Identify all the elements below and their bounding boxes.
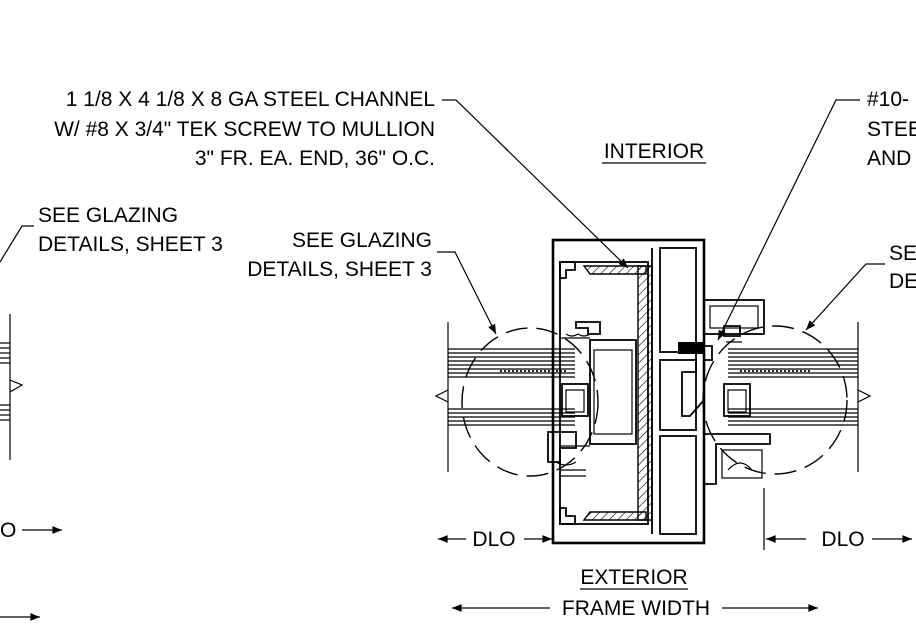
see-right-callout: SE DE (805, 242, 916, 331)
see-glazing-left-line2: DETAILS, SHEET 3 (38, 233, 223, 256)
screw-callout: #10- STEE AND (717, 88, 916, 341)
dlo-left-partial-label: O (0, 519, 16, 542)
dlo-right-dimension: DLO (763, 488, 913, 551)
channel-leader-line (442, 99, 629, 269)
screw-leader-line (717, 99, 860, 341)
channel-callout-line3: 3" FR. EA. END, 36" O.C. (195, 147, 435, 170)
right-glass-unit (723, 322, 872, 472)
interior-label: INTERIOR (604, 140, 704, 163)
left-detail-circle (461, 327, 599, 477)
steel-channel (582, 265, 653, 521)
tek-screw (678, 342, 704, 354)
see-glazing-left-callout: SEE GLAZING DETAILS, SHEET 3 (0, 204, 223, 263)
see-glazing-mid-line2: DETAILS, SHEET 3 (247, 258, 432, 281)
see-glazing-left-line1: SEE GLAZING (38, 204, 178, 227)
see-right-line1: SE (889, 242, 916, 265)
dlo-mid-dimension: DLO (438, 528, 553, 551)
frame-width-dimension: FRAME WIDTH (452, 597, 819, 620)
channel-callout-line2: W/ #8 X 3/4" TEK SCREW TO MULLION (54, 118, 435, 141)
screw-callout-line3: AND (867, 147, 911, 170)
frame-width-label: FRAME WIDTH (562, 597, 710, 620)
channel-callout: 1 1/8 X 4 1/8 X 8 GA STEEL CHANNEL W/ #8… (54, 88, 629, 269)
see-right-line2: DE (889, 270, 916, 293)
dlo-mid-label: DLO (472, 528, 515, 551)
see-glazing-mid-leader (437, 251, 497, 335)
left-glass-unit (434, 322, 589, 472)
glazing-pocket (547, 261, 637, 525)
channel-callout-line1: 1 1/8 X 4 1/8 X 8 GA STEEL CHANNEL (66, 88, 435, 111)
see-glazing-mid-line1: SEE GLAZING (292, 229, 432, 252)
pressure-plate (681, 299, 771, 485)
see-glazing-mid-callout: SEE GLAZING DETAILS, SHEET 3 (247, 229, 497, 335)
screw-callout-line2: STEE (867, 118, 916, 141)
dlo-right-label: DLO (821, 528, 864, 551)
see-glazing-left-leader (0, 225, 34, 263)
see-right-leader (805, 263, 885, 331)
exterior-label: EXTERIOR (580, 566, 687, 589)
screw-callout-line1: #10- (867, 88, 909, 111)
dlo-left-dimension: O (0, 519, 63, 621)
left-partial-glazing (0, 314, 24, 460)
